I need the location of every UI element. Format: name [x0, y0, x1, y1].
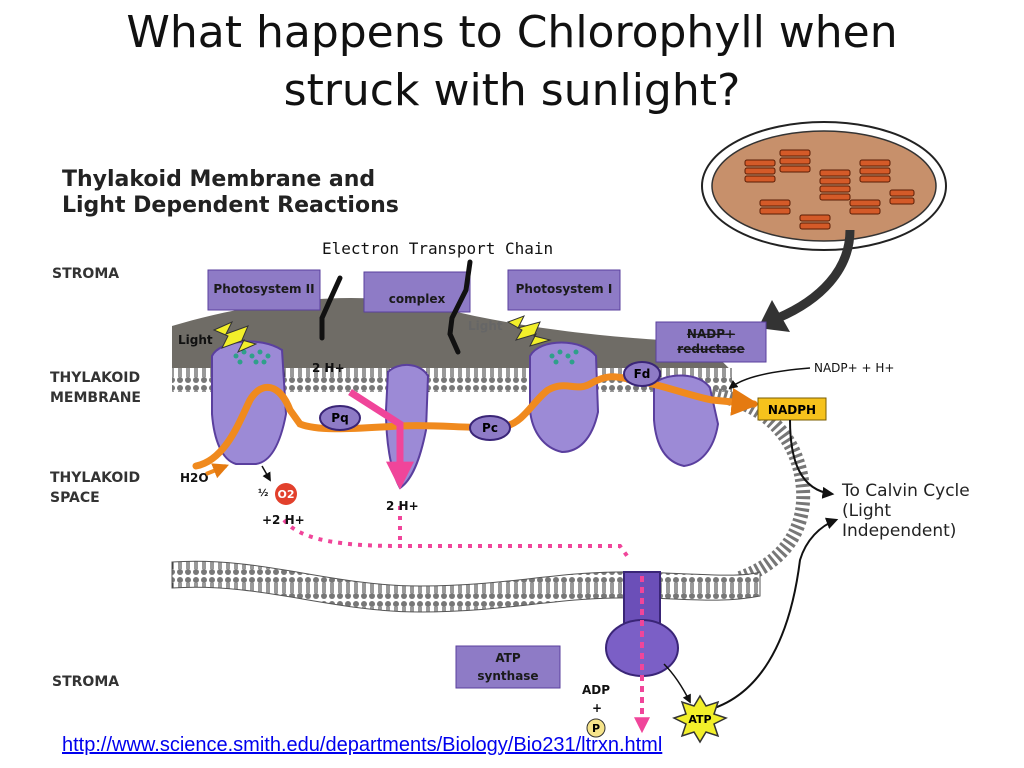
- calvin-line-2: (Light: [842, 501, 891, 521]
- plus-label: +: [592, 701, 602, 715]
- light-label-2: Light: [468, 319, 503, 333]
- nadph-label: NADPH: [768, 403, 816, 417]
- atp-synthase-label: ATP synthase: [455, 645, 561, 689]
- calvin-arrow-2: [699, 517, 839, 713]
- proton-arrow-cyt: [348, 389, 414, 490]
- atp-label: ATP: [688, 713, 711, 726]
- label-stroma-top: STROMA: [52, 266, 119, 282]
- split-arrow: [261, 465, 271, 482]
- source-link[interactable]: http://www.science.smith.edu/departments…: [62, 734, 663, 756]
- thylakoid-lumen: [172, 392, 794, 559]
- box-photosystem-ii: Photosystem II: [213, 282, 314, 296]
- calvin-line-1: To Calvin Cycle: [841, 481, 970, 501]
- label-thylakoid-space-2: SPACE: [50, 490, 100, 506]
- box-nadp-reductase-line2: reductase: [677, 342, 744, 356]
- diagram-heading-line-2: Light Dependent Reactions: [62, 193, 399, 218]
- nadp-arrow: [728, 367, 811, 390]
- pq-label: Pq: [331, 411, 348, 425]
- light-label-1: Light: [178, 333, 213, 347]
- pi-molecule: P: [586, 718, 606, 738]
- two-h-bottom: 2 H+: [386, 499, 419, 513]
- light-arrows: [212, 315, 552, 354]
- diagram-heading-line-1: Thylakoid Membrane and: [62, 167, 375, 192]
- nadp-plus-h: NADP+ + H+: [814, 361, 894, 375]
- box-atp-synthase-line2: synthase: [477, 669, 538, 683]
- label-thylakoid-membrane-2: MEMBRANE: [50, 390, 141, 406]
- chloroplast-illustration: [701, 121, 947, 251]
- label-thylakoid-space-1: THYLAKOID: [50, 470, 140, 486]
- label-thylakoid-membrane-1: THYLAKOID: [50, 370, 140, 386]
- proton-dotted-path: [282, 518, 632, 562]
- molecule-labels: Light Light 2 H+ H2O ½ +2 H+ 2 H+ NADP+ …: [178, 319, 894, 715]
- slide-title-line-1: What happens to Chlorophyll when: [126, 7, 898, 58]
- half-fraction: ½: [258, 488, 268, 499]
- carrier-pq: Pq: [319, 405, 361, 431]
- adp-label: ADP: [582, 683, 610, 697]
- region-labels: STROMA THYLAKOID MEMBRANE THYLAKOID SPAC…: [50, 266, 141, 690]
- slide-title-line-2: struck with sunlight?: [283, 65, 741, 116]
- box-atp-synthase-line1: ATP: [495, 651, 521, 665]
- carrier-fd: Fd: [623, 361, 661, 387]
- diagram-heading: Thylakoid Membrane and Light Dependent R…: [62, 167, 399, 218]
- photosystem-i: [529, 341, 600, 454]
- label-stroma-bottom: STROMA: [52, 674, 119, 690]
- adp-to-atp-arrow: [663, 663, 691, 704]
- handwritten-etc-label: Electron Transport Chain: [322, 239, 553, 258]
- calvin-line-3: Independent): [842, 521, 956, 541]
- zoom-arrow: [776, 229, 855, 323]
- plus-two-h: +2 H+: [262, 513, 305, 527]
- carrier-pc: Pc: [469, 415, 511, 441]
- two-h-top: 2 H+: [312, 361, 345, 375]
- box-nadp-reductase-line1: NADP+: [687, 327, 735, 341]
- o2-molecule: O2: [275, 483, 297, 505]
- nadph-box: NADPH: [757, 397, 827, 421]
- slide-title: What happens to Chlorophyll when struck …: [0, 4, 1024, 120]
- atp-star: ATP: [672, 694, 728, 744]
- fd-label: Fd: [634, 367, 651, 381]
- h2o-label: H2O: [180, 471, 209, 485]
- handwritten-marks: [319, 259, 473, 355]
- pc-label: Pc: [482, 421, 498, 435]
- h2o-arrow: [205, 463, 229, 479]
- box-cytochrome-complex: complex: [389, 292, 446, 306]
- o2-label: O2: [277, 488, 294, 501]
- calvin-cycle-text: To Calvin Cycle (Light Independent): [841, 481, 970, 541]
- calvin-arrow-1: [789, 419, 835, 499]
- label-boxes: Photosystem II complex Photosystem I NAD…: [207, 269, 767, 363]
- lower-membrane: [171, 560, 761, 613]
- box-photosystem-i: Photosystem I: [516, 282, 613, 296]
- pi-label: P: [592, 722, 600, 735]
